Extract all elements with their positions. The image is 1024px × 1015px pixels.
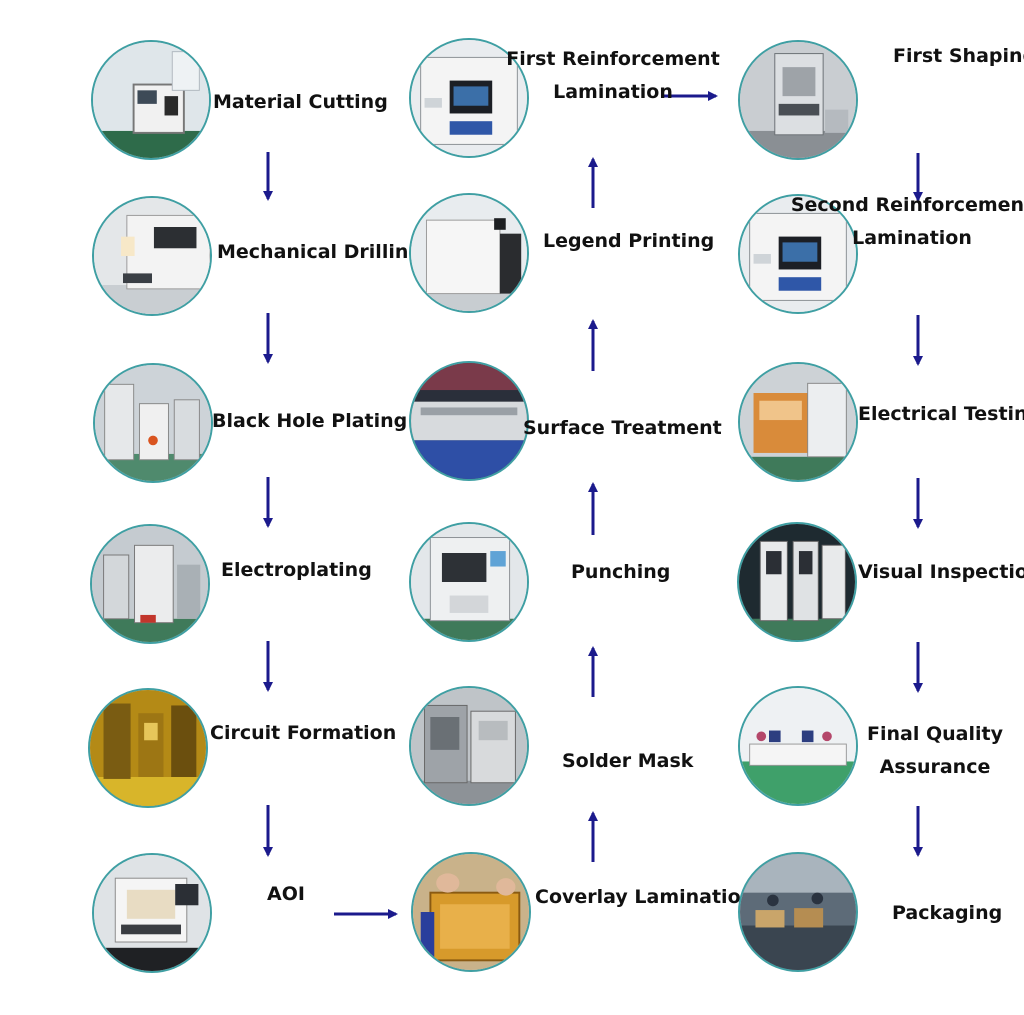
second-reinforcement-photo xyxy=(738,194,858,314)
black-hole-plating-label: Black Hole Plating xyxy=(212,410,408,432)
coverlay-lamination-label: Coverlay Lamination xyxy=(535,886,755,908)
solder-mask-label: Solder Mask xyxy=(562,750,694,772)
aoi-photo xyxy=(92,853,212,973)
second-reinforcement-label-line2: Lamination xyxy=(852,227,972,249)
packaging-photo xyxy=(738,852,858,972)
legend-printing-label: Legend Printing xyxy=(543,230,715,252)
legend-printing-photo xyxy=(409,193,529,313)
coverlay-lamination-photo xyxy=(411,852,531,972)
electroplating-label: Electroplating xyxy=(221,559,372,581)
electrical-testing-photo xyxy=(738,362,858,482)
final-qa-label: Final Quality Assurance xyxy=(867,718,1003,784)
circuit-formation-label: Circuit Formation xyxy=(210,722,397,744)
visual-inspection-label: Visual Inspection xyxy=(858,561,1024,583)
circuit-formation-photo xyxy=(88,688,208,808)
electrical-testing-label: Electrical Testing xyxy=(858,403,1024,425)
punching-photo xyxy=(409,522,529,642)
material-cutting-photo xyxy=(91,40,211,160)
first-shaping-label: First Shaping xyxy=(893,45,1024,67)
final-qa-photo xyxy=(738,686,858,806)
first-shaping-photo xyxy=(738,40,858,160)
surface-treatment-label: Surface Treatment xyxy=(523,417,722,439)
mechanical-drilling-label: Mechanical Drilling xyxy=(217,241,422,263)
first-reinforcement-label: First Reinforcement Lamination xyxy=(506,43,720,109)
final-qa-label-line2: Assurance xyxy=(879,756,991,778)
mechanical-drilling-photo xyxy=(92,196,212,316)
first-reinforcement-label-line1: First Reinforcement xyxy=(506,48,720,70)
material-cutting-label: Material Cutting xyxy=(213,91,388,113)
electroplating-photo xyxy=(90,524,210,644)
first-reinforcement-label-line2: Lamination xyxy=(553,81,673,103)
solder-mask-photo xyxy=(409,686,529,806)
surface-treatment-photo xyxy=(409,361,529,481)
first-reinforcement-photo xyxy=(409,38,529,158)
final-qa-label-line1: Final Quality xyxy=(867,723,1003,745)
second-reinforcement-label: Second Reinforcement Lamination xyxy=(791,189,1024,255)
punching-label: Punching xyxy=(571,561,671,583)
visual-inspection-photo xyxy=(737,522,857,642)
second-reinforcement-label-line1: Second Reinforcement xyxy=(790,194,1024,216)
aoi-label: AOI xyxy=(267,883,305,905)
black-hole-plating-photo xyxy=(93,363,213,483)
packaging-label: Packaging xyxy=(892,902,1003,924)
